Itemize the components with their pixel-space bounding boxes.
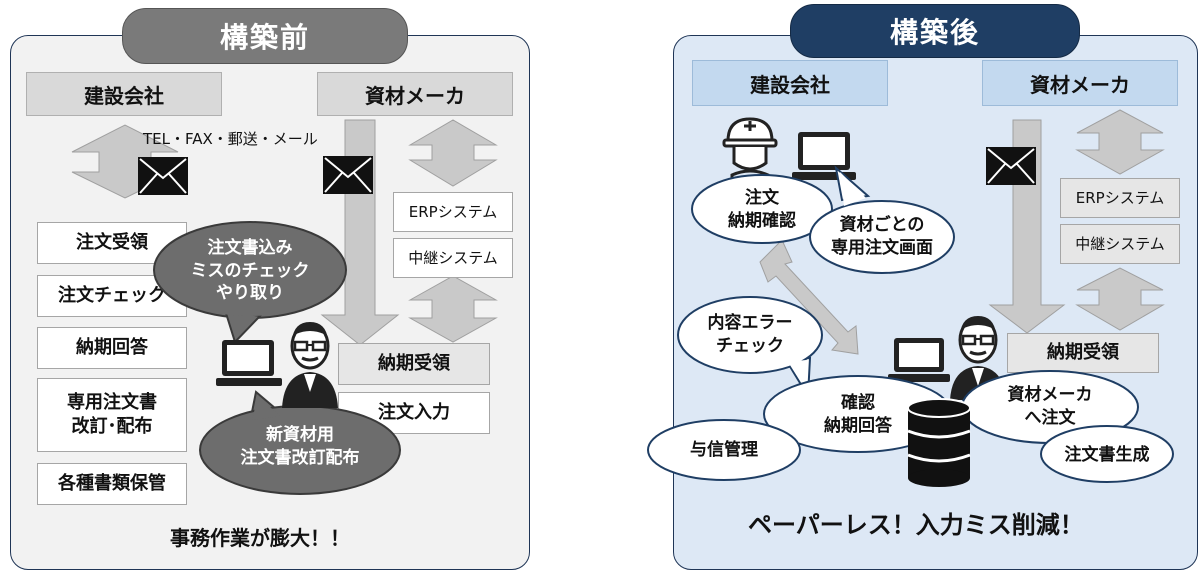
after-erp-system: ERPシステム (1060, 178, 1180, 218)
after-title: 構築後 (790, 4, 1080, 58)
bubble-order-form-generation: 注文書生成 (1064, 444, 1150, 465)
bubble-mistake-check: 注文書込み ミスのチェック やり取り (190, 237, 310, 304)
bubble-dedicated-order-screen: 資材ごとの 専用注文画面 (831, 215, 933, 258)
left-relay-double-arrow (408, 275, 498, 343)
task-document-storage: 各種書類保管 (37, 463, 187, 505)
before-company-header: 建設会社 (26, 72, 222, 116)
mail-icon (138, 157, 188, 195)
bubble-screen-shape (809, 165, 955, 274)
bubble-error-shape (677, 296, 823, 400)
mail-icon (986, 147, 1036, 185)
after-maker-header: 資材メーカ (982, 60, 1178, 106)
bubble-shape-top (153, 221, 347, 344)
bubble-new-form-distribution: 新資材用 注文書改訂配布 (240, 425, 360, 468)
bubble-order-shape (691, 174, 833, 244)
right-maker-down-arrow (988, 119, 1066, 334)
laptop-icon (216, 340, 282, 386)
before-footer: 事務作業が膨大！！ (170, 526, 350, 550)
bubble-credit-shape (647, 419, 801, 481)
before-title: 構築前 (122, 8, 408, 64)
before-relay-system: 中継システム (393, 238, 513, 278)
bubble-generate-shape (1040, 425, 1174, 483)
after-relay-system: 中継システム (1060, 224, 1180, 264)
helmet-worker-icon (722, 117, 778, 187)
bubble-order-delivery-check: 注文 納期確認 (728, 188, 796, 231)
right-relay-double-arrow (1075, 267, 1165, 331)
task-delivery-reply: 納期回答 (37, 327, 187, 369)
left-maker-down-arrow (320, 119, 400, 346)
task-order-check: 注文チェック (37, 275, 187, 317)
before-delivery-receipt: 納期受領 (338, 343, 490, 385)
task-order-form-revision: 専用注文書 改訂･配布 (37, 378, 187, 452)
after-footer: ペーパーレス！入力ミス削減！ (748, 511, 1084, 539)
left-erp-double-arrow (408, 119, 498, 187)
after-company-header: 建設会社 (692, 60, 888, 106)
before-maker-header: 資材メーカ (317, 72, 513, 116)
bubble-credit-management: 与信管理 (690, 439, 758, 460)
person-icon (282, 322, 338, 408)
bubble-order-to-maker: 資材メーカ へ注文 (1007, 385, 1093, 428)
right-erp-double-arrow (1075, 109, 1165, 175)
database-icon (907, 398, 971, 487)
bubble-content-error-check: 内容エラー チェック (707, 313, 793, 356)
mail-icon (323, 156, 373, 194)
right-diagonal-double-arrow (759, 239, 859, 355)
after-delivery-receipt: 納期受領 (1007, 333, 1159, 373)
channels-label: TEL・FAX・郵送・メール (143, 130, 318, 148)
before-erp-system: ERPシステム (393, 192, 513, 232)
bubble-confirm-delivery-reply: 確認 納期回答 (824, 393, 892, 436)
laptop-icon (888, 338, 950, 382)
